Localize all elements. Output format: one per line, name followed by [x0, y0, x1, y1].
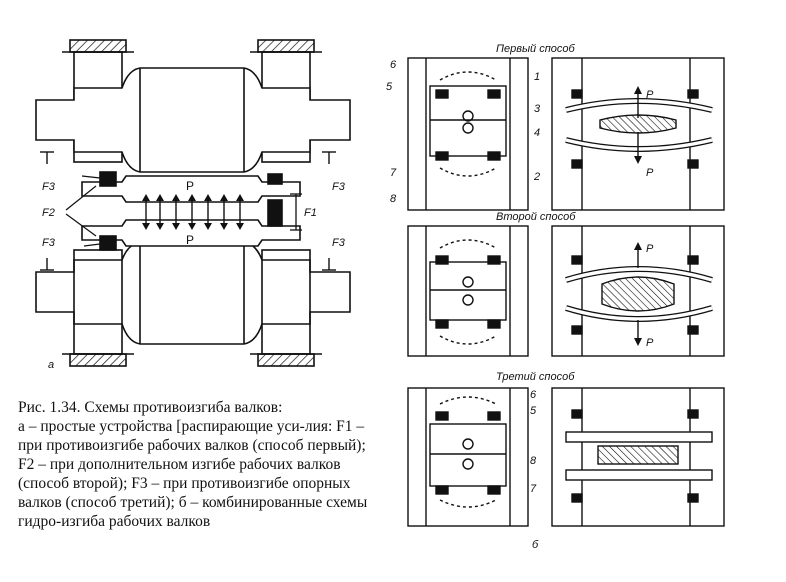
callout-5: 5: [386, 81, 393, 93]
callout-4: 4: [534, 127, 540, 139]
lower-backup-roll: [35, 241, 351, 345]
force-p-1: P: [646, 89, 654, 101]
callout-6-third: 6: [530, 389, 537, 401]
label-f3-bottom-right: F3: [332, 237, 346, 249]
method-1-stand-right: [551, 57, 725, 211]
panel-b: [407, 57, 725, 527]
method-3-stand-right: [551, 387, 725, 527]
callout-7: 7: [390, 167, 397, 179]
f3-arrows: [40, 151, 336, 271]
label-p-top: P: [186, 179, 194, 193]
callout-6: 6: [390, 59, 397, 71]
force-p-3: P: [646, 243, 654, 255]
label-f2: F2: [42, 207, 55, 219]
label-f3-bottom-left: F3: [42, 237, 56, 249]
method-3-stand-left: [407, 387, 529, 527]
callout-5-third: 5: [530, 405, 537, 417]
upper-backup-roll: [35, 67, 351, 173]
label-f1: F1: [304, 207, 317, 219]
label-f3-top-right: F3: [332, 181, 346, 193]
lower-work-roll: [81, 219, 301, 247]
panel-b-label: б: [532, 539, 539, 551]
method-2-stand-right: [551, 225, 725, 357]
top-supports: [62, 39, 322, 53]
f1-arrow: [290, 193, 302, 231]
force-p-2: P: [646, 167, 654, 179]
label-p-bottom: P: [186, 233, 194, 247]
method-1-stand-left: [407, 57, 529, 211]
caption-title: Рис. 1.34. Схемы противоизгиба валков:: [18, 399, 283, 416]
force-p-4: P: [646, 337, 654, 349]
method-first-title: Первый способ: [496, 43, 576, 55]
callout-3: 3: [534, 103, 541, 115]
callout-2: 2: [533, 171, 540, 183]
panel-a: [35, 39, 351, 367]
method-second-title: Второй способ: [496, 211, 576, 223]
p-force-arrows: [145, 196, 241, 228]
caption-body: а – простые устройства [распирающие уси-…: [18, 418, 368, 530]
upper-work-roll: [81, 175, 301, 203]
callout-1: 1: [534, 71, 540, 83]
figure-caption: Рис. 1.34. Схемы противоизгиба валков: а…: [18, 398, 370, 531]
label-f3-top-left: F3: [42, 181, 56, 193]
callout-8: 8: [390, 193, 397, 205]
method-third-title: Третий способ: [496, 371, 575, 383]
method-2-stand-left: [407, 225, 529, 357]
panel-a-label: а: [48, 359, 54, 371]
bottom-supports: [62, 353, 322, 367]
callout-8-third: 8: [530, 455, 537, 467]
callout-7-third: 7: [530, 483, 537, 495]
